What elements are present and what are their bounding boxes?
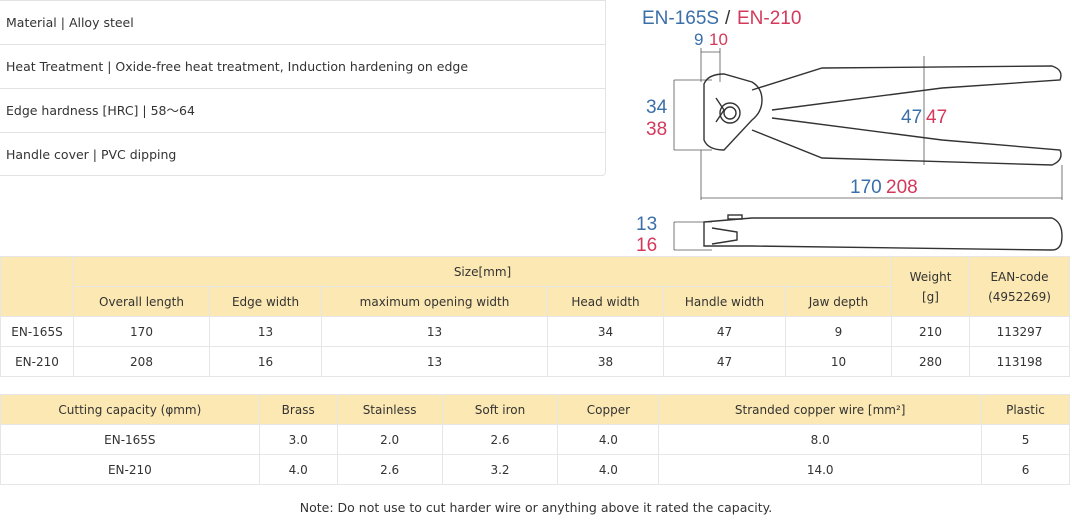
data-cell: 208: [73, 346, 210, 377]
ean-header: EAN-code (4952269): [969, 256, 1070, 317]
weight-cell: 210: [891, 316, 970, 347]
table-row: EN-165S 170 13 13 34 47 9 210 113297: [0, 316, 1070, 347]
head-width-a: 34: [646, 97, 668, 118]
table-row: EN-210 4.0 2.6 3.2 4.0 14.0 6: [0, 454, 1070, 485]
data-cell: 9: [785, 316, 892, 347]
edge-width-a: 13: [636, 214, 657, 235]
data-cell: 2.6: [441, 424, 559, 455]
dimension-lines: [673, 48, 1063, 251]
model-cell: EN-210: [0, 454, 260, 485]
col-max-opening: maximum opening width: [321, 286, 548, 317]
edge-width-b: 16: [636, 235, 657, 256]
spec-material: Material | Alloy steel: [0, 1, 605, 45]
pliers-drawing: EN-165S / EN-210 9 10 34 38: [636, 8, 1063, 256]
dimension-diagram: EN-165S / EN-210 9 10 34 38: [612, 0, 1072, 256]
data-cell: 5: [981, 424, 1070, 455]
col-handle-width: Handle width: [663, 286, 786, 317]
table-row: EN-165S 3.0 2.0 2.6 4.0 8.0 5: [0, 424, 1070, 455]
model-a-title: EN-165S: [642, 8, 719, 29]
data-cell: 34: [547, 316, 664, 347]
jaw-depth-b: 10: [709, 30, 728, 49]
data-cell: 47: [663, 316, 786, 347]
size-group-header: Size[mm]: [73, 256, 892, 287]
data-cell: 2.6: [336, 454, 443, 485]
spec-edge-hardness: Edge hardness [HRC] | 58～64: [0, 89, 605, 133]
ean-cell: 113297: [969, 316, 1070, 347]
handle-width-b: 47: [926, 107, 947, 128]
col-stainless: Stainless: [336, 394, 443, 425]
col-cutting-capacity: Cutting capacity (φmm): [0, 394, 260, 425]
col-soft-iron: Soft iron: [441, 394, 559, 425]
ean-cell: 113198: [969, 346, 1070, 377]
data-cell: 6: [981, 454, 1070, 485]
data-cell: 4.0: [557, 454, 660, 485]
col-brass: Brass: [258, 394, 338, 425]
data-cell: 13: [321, 346, 548, 377]
col-jaw-depth: Jaw depth: [785, 286, 892, 317]
pliers-side-view: [703, 214, 1063, 251]
length-b: 208: [886, 177, 918, 198]
data-cell: 8.0: [658, 424, 983, 455]
model-cell: EN-165S: [0, 316, 74, 347]
table-row: EN-210 208 16 13 38 47 10 280 113198: [0, 346, 1070, 377]
model-cell: EN-165S: [0, 424, 260, 455]
handle-width-a: 47: [901, 107, 922, 128]
spec-handle-cover: Handle cover | PVC dipping: [6, 147, 177, 162]
col-copper: Copper: [557, 394, 660, 425]
jaw-depth-a: 9: [694, 30, 703, 49]
size-table: Size[mm] Weight [g] EAN-code (4952269) O…: [0, 256, 1070, 377]
weight-header: Weight [g]: [891, 256, 970, 317]
data-cell: 3.0: [258, 424, 338, 455]
col-stranded-copper: Stranded copper wire [mm²]: [658, 394, 983, 425]
title-slash: /: [725, 8, 731, 29]
weight-cell: 280: [891, 346, 970, 377]
data-cell: 4.0: [258, 454, 338, 485]
col-plastic: Plastic: [981, 394, 1070, 425]
model-cell: EN-210: [0, 346, 74, 377]
data-cell: 10: [785, 346, 892, 377]
pliers-top-view: [703, 65, 1062, 166]
data-cell: 16: [209, 346, 322, 377]
data-cell: 14.0: [658, 454, 983, 485]
col-overall-length: Overall length: [73, 286, 210, 317]
data-cell: 2.0: [336, 424, 443, 455]
spec-heat-treatment: Heat Treatment | Oxide-free heat treatme…: [0, 45, 605, 89]
data-cell: 13: [209, 316, 322, 347]
usage-note: Note: Do not use to cut harder wire or a…: [299, 500, 773, 515]
data-cell: 38: [547, 346, 664, 377]
data-cell: 47: [663, 346, 786, 377]
spec-list: Material | Alloy steel Heat Treatment | …: [0, 0, 606, 176]
model-header: [0, 256, 74, 317]
length-a: 170: [850, 177, 882, 198]
col-head-width: Head width: [547, 286, 664, 317]
model-b-title: EN-210: [737, 8, 801, 29]
data-cell: 13: [321, 316, 548, 347]
cutting-capacity-table: Cutting capacity (φmm) Brass Stainless S…: [0, 394, 1070, 485]
col-edge-width: Edge width: [209, 286, 322, 317]
data-cell: 4.0: [557, 424, 660, 455]
head-width-b: 38: [646, 119, 667, 140]
data-cell: 3.2: [441, 454, 559, 485]
data-cell: 170: [73, 316, 210, 347]
